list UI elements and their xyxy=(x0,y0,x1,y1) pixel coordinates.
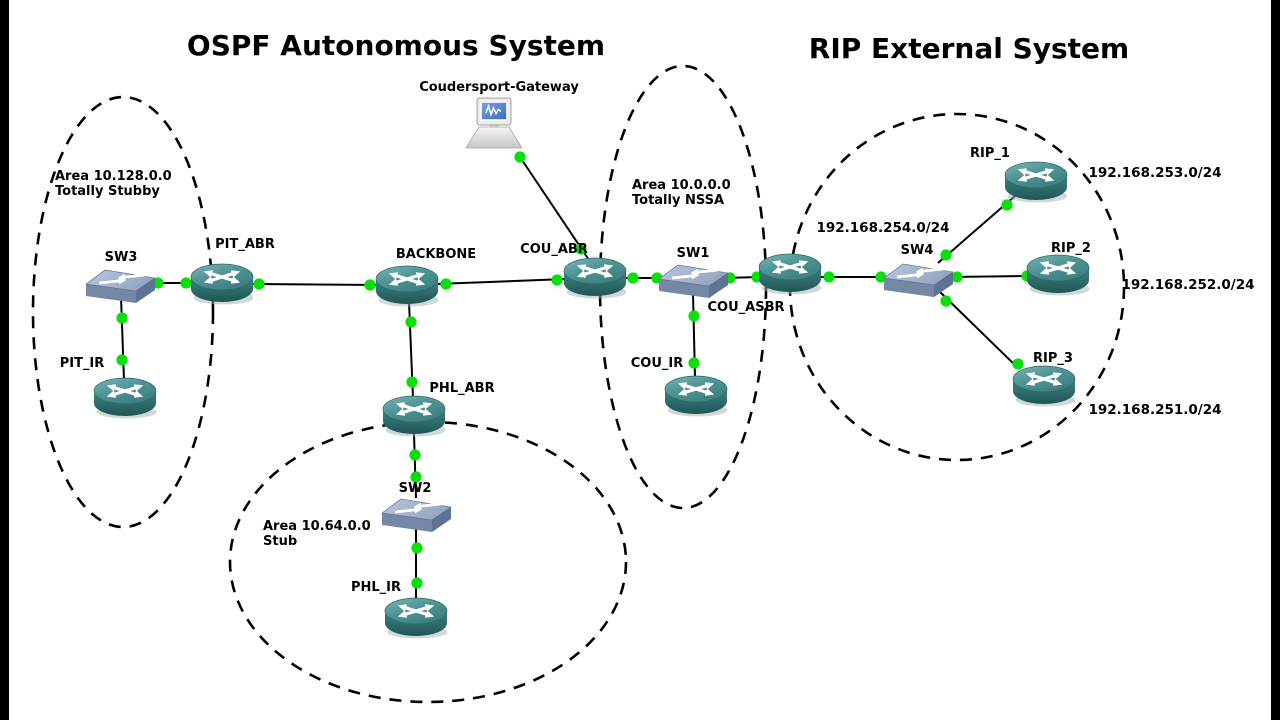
node-phl-abr-label: PHL_ABR xyxy=(429,381,494,396)
switch-icon xyxy=(884,264,953,297)
link-sw3--pit-ir-status-dot-2 xyxy=(116,354,128,366)
link-backbone--cou-abr[interactable] xyxy=(435,278,567,285)
link-backbone--phl-abr-status-dot-2 xyxy=(406,376,418,388)
switch-icon xyxy=(659,265,728,298)
node-cou-abr-label: COU_ABR xyxy=(520,242,588,257)
node-rip-1[interactable] xyxy=(1005,162,1068,203)
node-sw1-label: SW1 xyxy=(677,246,710,261)
node-phl-abr[interactable] xyxy=(383,396,446,437)
node-rip-1-label: RIP_1 xyxy=(970,146,1010,161)
letterbox-right-bar xyxy=(1271,0,1280,720)
node-cou-ir[interactable] xyxy=(665,376,728,417)
subnet-label-4: 192.168.251.0/24 xyxy=(1088,402,1221,418)
node-rip-3[interactable] xyxy=(1013,366,1076,407)
router-icon xyxy=(1027,255,1090,296)
rip-system-title: RIP External System xyxy=(808,32,1130,65)
link-pit-abr--backbone[interactable] xyxy=(249,283,380,286)
area-totally-nssa-label-line1: Area 10.0.0.0 xyxy=(632,178,731,193)
link-cou-asbr--sw4-status-dot-1 xyxy=(823,271,835,283)
node-sw3-label: SW3 xyxy=(105,250,138,265)
node-cou-asbr[interactable] xyxy=(759,254,822,295)
node-cou-abr[interactable] xyxy=(564,258,627,299)
node-sw3[interactable] xyxy=(86,270,155,303)
node-rip-2[interactable] xyxy=(1027,255,1090,296)
subnet-label-3: 192.168.252.0/24 xyxy=(1121,277,1254,293)
subnet-label-1: 192.168.254.0/24 xyxy=(816,220,949,236)
node-pit-abr-label: PIT_ABR xyxy=(215,237,275,252)
router-icon xyxy=(1005,162,1068,203)
node-pit-ir[interactable] xyxy=(94,378,157,419)
link-coudersport-gateway--cou-abr-status-dot-1 xyxy=(514,151,526,163)
router-icon xyxy=(94,378,157,419)
router-icon xyxy=(191,264,254,305)
switch-icon xyxy=(382,499,451,532)
link-sw4--rip-3-status-dot-1 xyxy=(940,295,952,307)
link-sw3--pit-ir[interactable] xyxy=(120,296,125,381)
node-sw4[interactable] xyxy=(884,264,953,297)
router-icon xyxy=(759,254,822,295)
link-sw4--rip-1-status-dot-2 xyxy=(1001,199,1013,211)
link-sw4--rip-3[interactable] xyxy=(939,291,1019,369)
link-coudersport-gateway--cou-abr-status-dot-2 xyxy=(575,243,587,255)
host-icon xyxy=(465,97,523,149)
area-totally-stubby-label-line1: Area 10.128.0.0 xyxy=(55,169,172,184)
node-sw2[interactable] xyxy=(382,499,451,532)
node-cou-asbr-label: COU_ASBR xyxy=(708,300,785,315)
link-coudersport-gateway--cou-abr[interactable] xyxy=(519,156,590,261)
router-icon xyxy=(385,598,448,639)
link-pit-abr--backbone-status-dot-2 xyxy=(364,279,376,291)
link-backbone--cou-abr-status-dot-1 xyxy=(440,278,452,290)
router-icon xyxy=(376,266,439,307)
node-rip-2-label: RIP_2 xyxy=(1051,241,1091,256)
link-sw3--pit-ir-status-dot-1 xyxy=(116,312,128,324)
area-totally-nssa-label-line2: Totally NSSA xyxy=(632,193,724,208)
link-sw4--rip-2-status-dot-1 xyxy=(951,271,963,283)
area-stub-label-line1: Area 10.64.0.0 xyxy=(263,519,371,534)
link-cou-asbr--sw4-status-dot-2 xyxy=(875,271,887,283)
link-sw4--rip-3-status-dot-2 xyxy=(1012,358,1024,370)
router-icon xyxy=(564,258,627,299)
router-icon xyxy=(383,396,446,437)
area-stub-boundary[interactable] xyxy=(228,420,628,704)
router-icon xyxy=(665,376,728,417)
link-sw2--phl-ir-status-dot-2 xyxy=(411,577,423,589)
letterbox-left-bar xyxy=(0,0,9,720)
ospf-system-title: OSPF Autonomous System xyxy=(186,29,606,62)
link-phl-abr--sw2-status-dot-2 xyxy=(410,471,422,483)
link-phl-abr--sw2[interactable] xyxy=(413,433,417,499)
area-stub-label-line2: Stub xyxy=(263,534,297,549)
area-totally-stubby-label-line2: Totally Stubby xyxy=(55,184,160,199)
link-sw4--rip-2[interactable] xyxy=(949,275,1028,278)
link-sw3--pit-abr-status-dot-1 xyxy=(152,277,164,289)
node-backbone-label: BACKBONE xyxy=(396,247,476,262)
node-pit-ir-label: PIT_IR xyxy=(60,356,105,371)
node-rip-3-label: RIP_3 xyxy=(1033,351,1073,366)
link-cou-abr--sw1-status-dot-1 xyxy=(627,272,639,284)
node-coudersport-gateway[interactable] xyxy=(465,97,523,149)
link-sw1--cou-ir-status-dot-1 xyxy=(688,310,700,322)
subnet-label-2: 192.168.253.0/24 xyxy=(1088,165,1221,181)
router-icon xyxy=(1013,366,1076,407)
link-sw2--phl-ir-status-dot-1 xyxy=(411,542,423,554)
link-sw3--pit-abr-status-dot-2 xyxy=(180,277,192,289)
node-backbone[interactable] xyxy=(376,266,439,307)
node-phl-ir-label: PHL_IR xyxy=(351,580,401,595)
node-coudersport-gateway-label: Coudersport-Gateway xyxy=(419,80,579,95)
link-sw4--rip-1-status-dot-1 xyxy=(940,249,952,261)
link-pit-abr--backbone-status-dot-1 xyxy=(253,278,265,290)
switch-icon xyxy=(86,270,155,303)
node-sw4-label: SW4 xyxy=(901,243,934,258)
area-totally-stubby-boundary[interactable] xyxy=(31,95,215,529)
node-phl-ir[interactable] xyxy=(385,598,448,639)
node-cou-ir-label: COU_IR xyxy=(631,356,684,371)
link-backbone--phl-abr-status-dot-1 xyxy=(405,316,417,328)
link-backbone--cou-abr-status-dot-2 xyxy=(551,274,563,286)
node-pit-abr[interactable] xyxy=(191,264,254,305)
node-sw1[interactable] xyxy=(659,265,728,298)
link-phl-abr--sw2-status-dot-1 xyxy=(409,449,421,461)
link-sw1--cou-ir-status-dot-2 xyxy=(688,357,700,369)
node-sw2-label: SW2 xyxy=(399,481,432,496)
